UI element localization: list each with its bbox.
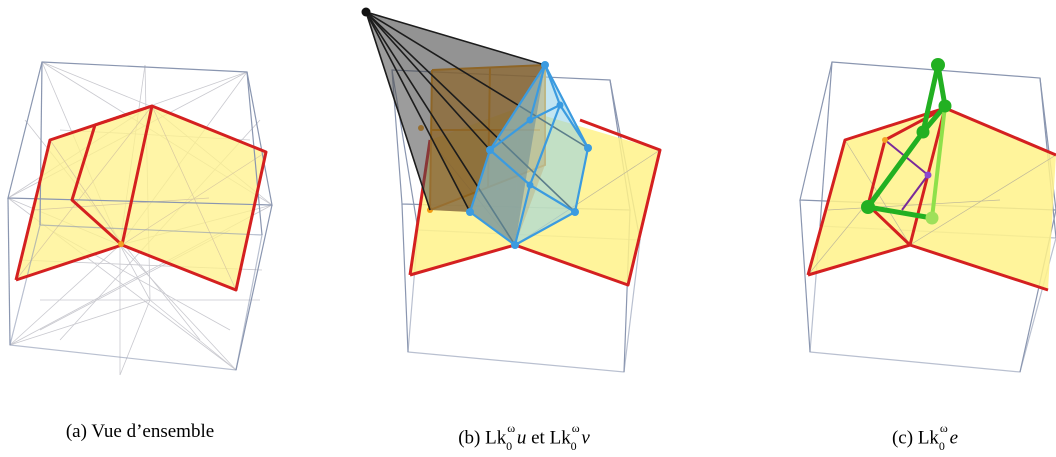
caption-b-lk-sup: ω [507,421,515,435]
caption-b-prefix: (b) [458,427,485,448]
caption-b-lk-v: Lkω 0 [550,419,577,457]
panel-b-links [362,8,661,373]
caption-c-e: e [950,427,958,448]
caption-b-lk-sub-2: 0 [571,439,577,453]
caption-b-v: v [581,427,589,448]
caption-b-et: et [526,427,549,448]
caption-c-lk-text: Lk [918,427,939,448]
panel-a-vertex [118,241,124,247]
caption-c-lk-sup: ω [940,421,948,435]
panel-c-link-edge [800,58,1056,372]
caption-c-lk-sub: 0 [939,439,945,453]
caption-c: (c) Lkω0 e [892,419,958,445]
caption-b: (b) Lkω0 u et Lkω0 v [458,419,590,445]
caption-b-lk-sub: 0 [506,439,512,453]
caption-b-lk-u: Lkω 0 [485,419,512,457]
caption-a-text: (a) Vue d’ensemble [66,421,214,442]
panel-b-cone-apex [362,8,371,17]
caption-b-lk-text: Lk [485,427,506,448]
caption-a: (a) Vue d’ensemble [66,419,214,445]
caption-b-u: u [517,427,527,448]
caption-b-lk-sup-2: ω [572,421,580,435]
panel-a-overview [8,62,272,375]
caption-c-lk-e: Lkω 0 [918,419,945,457]
caption-c-prefix: (c) [892,427,918,448]
caption-b-lk-text-2: Lk [550,427,571,448]
